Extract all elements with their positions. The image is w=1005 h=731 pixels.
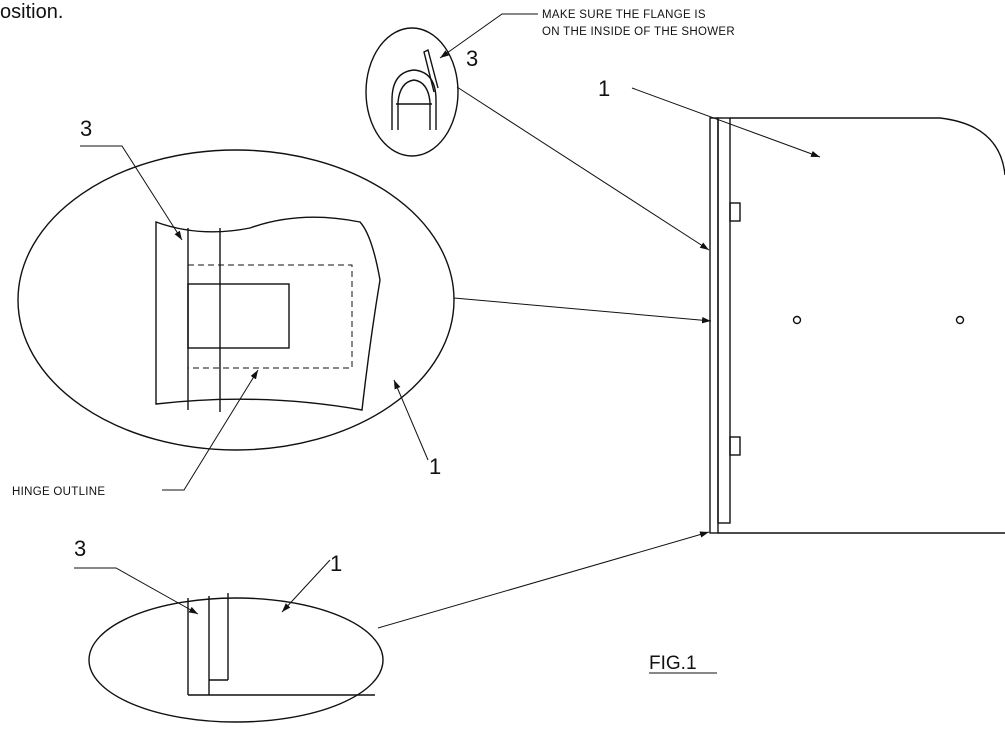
seal-detail-connector — [456, 86, 710, 251]
callout-3-top: 3 — [466, 46, 478, 71]
hinge-block — [187, 283, 290, 349]
partial-heading-text: osition. — [0, 1, 63, 23]
callout-1-main-leader — [631, 87, 821, 158]
hinge-panel-fragment — [155, 216, 381, 411]
hinge-outline-leader — [162, 369, 259, 491]
hinge-detail-connector — [453, 297, 712, 324]
callout-1-middle-leader — [393, 379, 429, 461]
callout-1-middle: 1 — [429, 454, 441, 479]
seal-profile-inner — [397, 79, 431, 130]
corner-detail-ellipse — [88, 597, 384, 723]
hinge-tab-lower — [729, 436, 741, 456]
hinge-detail-ellipse — [17, 149, 455, 451]
flange-note-line2: ON THE INSIDE OF THE SHOWER — [542, 26, 735, 38]
callout-3-bottom-leader — [74, 567, 199, 615]
seal-profile-detail: MAKE SURE THE FLANGE IS ON THE INSIDE OF… — [365, 9, 735, 251]
hinge-tab-upper — [729, 202, 741, 222]
panel-hole-right — [955, 315, 965, 325]
callout-1-main: 1 — [598, 76, 610, 101]
callout-1-bottom-leader — [281, 559, 331, 613]
callout-3-middle-leader — [80, 145, 183, 241]
main-shower-panel: 1 — [598, 76, 1005, 534]
figure-label: FIG.1 — [649, 653, 697, 674]
seal-detail-ellipse — [365, 27, 459, 157]
corner-detail: 3 1 — [74, 531, 710, 723]
flange-note-line1: MAKE SURE THE FLANGE IS — [542, 9, 706, 21]
callout-3-middle: 3 — [80, 116, 92, 141]
callout-3-bottom: 3 — [74, 536, 86, 561]
seal-profile-outer — [391, 69, 437, 130]
panel-top-edge — [730, 117, 1005, 176]
flange-note-leader — [439, 13, 538, 59]
panel-hole-left — [792, 315, 802, 325]
panel-seal-strip — [717, 117, 731, 524]
corner-detail-connector — [377, 531, 710, 629]
hinge-detail: 3 1 HINGE OUTLINE — [12, 116, 712, 498]
hinge-outline-label: HINGE OUTLINE — [12, 486, 105, 498]
panel-edge-strip — [709, 117, 719, 534]
hinge-outline-dashed — [187, 264, 353, 369]
seal-profile-flange — [423, 48, 439, 93]
callout-1-bottom: 1 — [330, 551, 342, 576]
